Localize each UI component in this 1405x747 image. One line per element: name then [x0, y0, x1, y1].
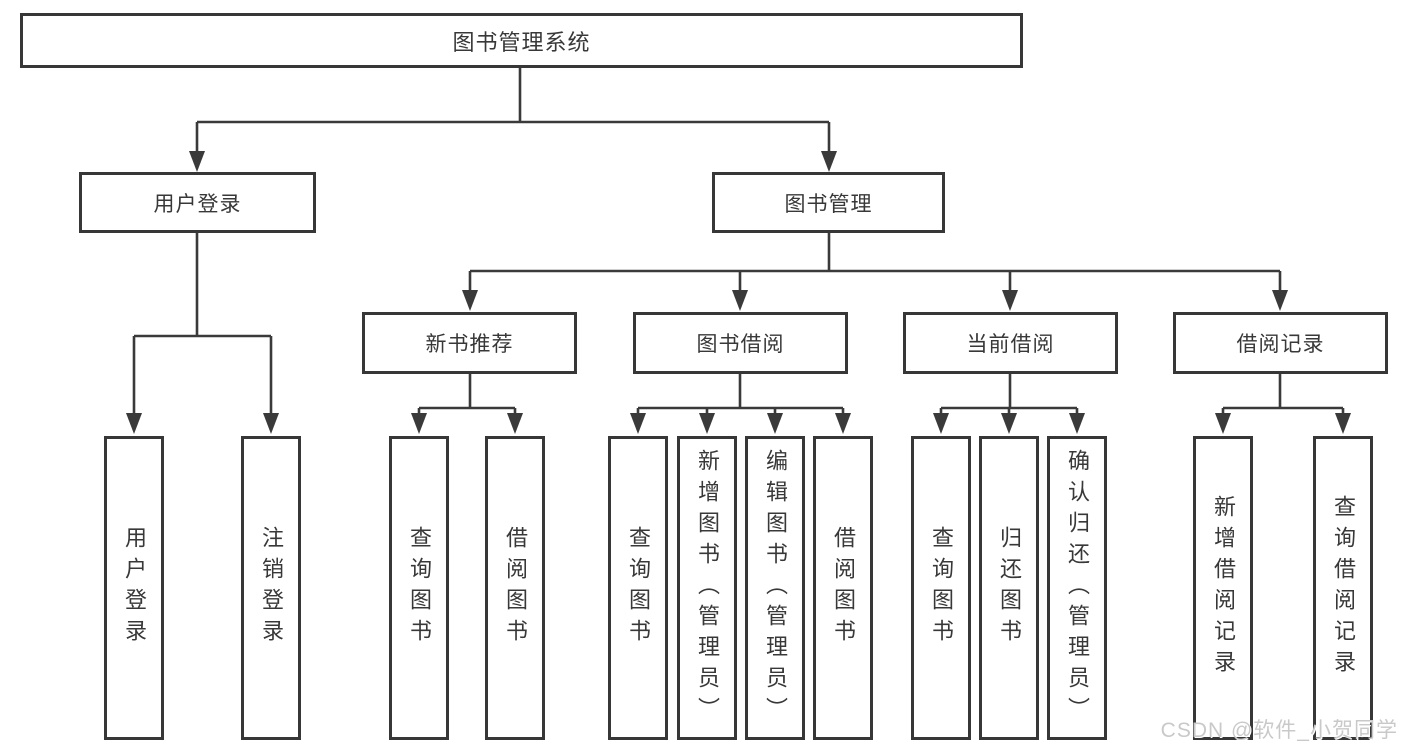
arrow-down-icon	[821, 151, 837, 172]
node-label: 新增借阅记录	[1211, 495, 1236, 681]
node-label: 借阅图书	[831, 526, 856, 650]
node-label: 查询图书	[626, 526, 651, 650]
node-label: 图书管理系统	[452, 29, 591, 55]
arrow-down-icon	[630, 413, 646, 434]
node-label: 编辑图书（管理员）	[763, 448, 788, 728]
leaf-logout: 注销登录	[241, 436, 301, 740]
arrow-down-icon	[732, 290, 748, 311]
node-book-management: 图书管理	[712, 172, 945, 233]
node-label: 图书管理	[784, 192, 873, 216]
leaf-query-books-newbook: 查询图书	[389, 436, 449, 740]
arrow-down-icon	[767, 413, 783, 434]
leaf-confirm-return-admin: 确认归还（管理员）	[1047, 436, 1107, 740]
node-current-borrow: 当前借阅	[903, 312, 1118, 374]
leaf-return-books: 归还图书	[979, 436, 1039, 740]
node-label: 归还图书	[997, 526, 1022, 650]
node-label: 借阅记录	[1236, 333, 1325, 356]
connector-book-borrow-to-children	[630, 374, 851, 434]
leaf-query-books-borrow: 查询图书	[608, 436, 668, 740]
connector-root-to-level2	[189, 68, 837, 172]
arrow-down-icon	[1215, 413, 1231, 434]
arrow-down-icon	[462, 290, 478, 311]
leaf-query-borrow-record: 查询借阅记录	[1313, 436, 1373, 740]
node-label: 查询借阅记录	[1331, 495, 1356, 681]
node-label: 当前借阅	[966, 333, 1055, 356]
arrow-down-icon	[1272, 290, 1288, 311]
node-label: 用户登录	[122, 526, 147, 650]
arrow-down-icon	[933, 413, 949, 434]
leaf-user-login: 用户登录	[104, 436, 164, 740]
arrow-down-icon	[1001, 413, 1017, 434]
leaf-borrow-books-borrow: 借阅图书	[813, 436, 873, 740]
node-label: 确认归还（管理员）	[1065, 448, 1090, 728]
connector-current-borrow-to-children	[933, 374, 1085, 434]
arrow-down-icon	[507, 413, 523, 434]
arrow-down-icon	[263, 413, 279, 434]
node-borrow-record: 借阅记录	[1173, 312, 1388, 374]
node-label: 查询图书	[929, 526, 954, 650]
connector-user-login-to-children	[126, 233, 279, 434]
node-label: 新增图书（管理员）	[695, 448, 720, 728]
arrow-down-icon	[1002, 290, 1018, 311]
node-label: 图书借阅	[696, 333, 785, 356]
arrow-down-icon	[411, 413, 427, 434]
arrow-down-icon	[1335, 413, 1351, 434]
leaf-query-books-current: 查询图书	[911, 436, 971, 740]
arrow-down-icon	[189, 151, 205, 172]
leaf-borrow-books-newbook: 借阅图书	[485, 436, 545, 740]
node-label: 用户登录	[153, 192, 242, 216]
connector-book-management-to-level3	[462, 233, 1288, 311]
arrow-down-icon	[126, 413, 142, 434]
leaf-add-books-admin: 新增图书（管理员）	[677, 436, 737, 740]
node-book-borrow: 图书借阅	[633, 312, 848, 374]
csdn-watermark: CSDN @软件_小贺同学	[1160, 719, 1398, 742]
node-user-login: 用户登录	[79, 172, 316, 233]
arrow-down-icon	[699, 413, 715, 434]
node-label: 注销登录	[259, 526, 284, 650]
node-label: 借阅图书	[503, 526, 528, 650]
node-root-system: 图书管理系统	[20, 13, 1023, 68]
node-label: 查询图书	[407, 526, 432, 650]
arrow-down-icon	[1069, 413, 1085, 434]
arrow-down-icon	[835, 413, 851, 434]
leaf-edit-books-admin: 编辑图书（管理员）	[745, 436, 805, 740]
connector-new-book-to-children	[411, 374, 523, 434]
leaf-add-borrow-record: 新增借阅记录	[1193, 436, 1253, 740]
node-new-book-recommend: 新书推荐	[362, 312, 577, 374]
connector-borrow-record-to-children	[1215, 374, 1351, 434]
node-label: 新书推荐	[425, 333, 514, 356]
